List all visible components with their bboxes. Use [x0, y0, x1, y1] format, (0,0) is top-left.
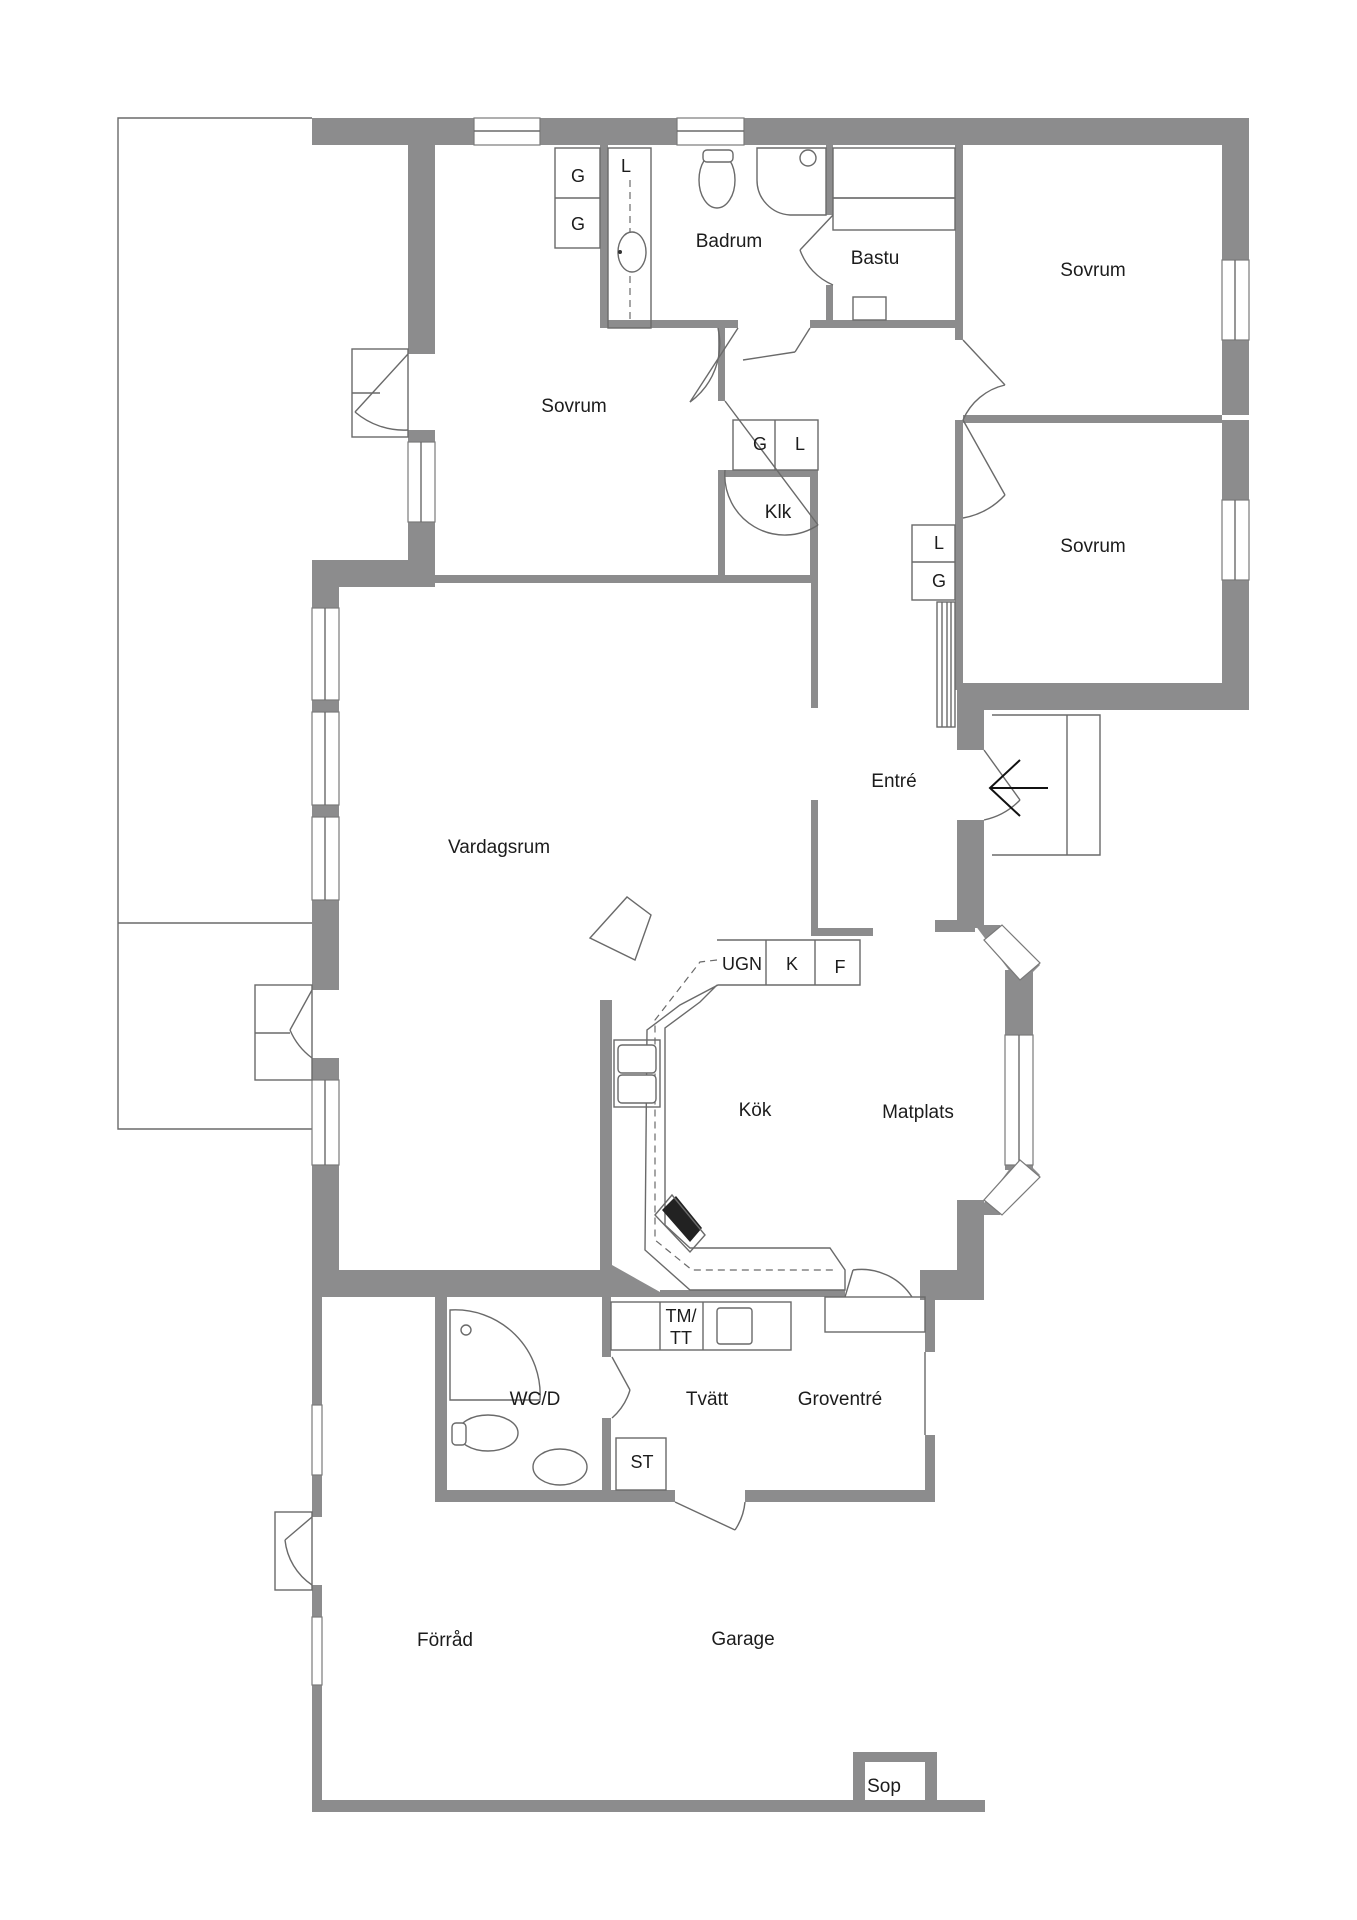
- fixture-labels: G G L G L L G UGN K F TM/ TT ST: [571, 156, 946, 1472]
- kitchen-counter: [613, 939, 861, 1291]
- room-label-matplats: Matplats: [882, 1102, 954, 1123]
- fixture-label-ugn: UGN: [722, 954, 762, 974]
- fixture-label-tm: TM/: [666, 1306, 697, 1326]
- room-label-tvatt: Tvätt: [686, 1389, 729, 1410]
- room-label-bastu: Bastu: [851, 248, 900, 269]
- armchair-icon: [588, 896, 652, 961]
- fixture-label-l: L: [621, 156, 631, 176]
- entrance-arrow-icon: [988, 759, 1048, 817]
- closets: [732, 419, 956, 728]
- fixture-label-k: K: [786, 954, 798, 974]
- room-label-sovrum-e: Sovrum: [1060, 536, 1125, 557]
- room-label-entre: Entré: [871, 771, 916, 792]
- room-label-forrad: Förråd: [417, 1630, 473, 1651]
- utility-fixtures: [451, 1301, 792, 1491]
- stove-icon: [662, 1196, 702, 1242]
- room-label-sop: Sop: [867, 1776, 901, 1797]
- room-label-badrum: Badrum: [696, 231, 763, 252]
- bathroom-fixtures: [554, 147, 956, 329]
- fixture-label-l: L: [795, 434, 805, 454]
- room-label-sovrum-nw: Sovrum: [541, 396, 606, 417]
- fixture-label-st: ST: [630, 1452, 653, 1472]
- room-label-vardagsrum: Vardagsrum: [448, 837, 550, 858]
- fixture-label-g: G: [571, 166, 585, 186]
- fixture-label-g: G: [932, 571, 946, 591]
- doors: [254, 214, 1021, 1591]
- room-labels: Badrum Bastu Sovrum Sovrum Sovrum Klk En…: [417, 231, 1126, 1797]
- walls: [312, 118, 1249, 1812]
- room-label-kok: Kök: [739, 1100, 772, 1121]
- fixture-label-l: L: [934, 533, 944, 553]
- terrace-outline: [117, 117, 1101, 1130]
- windows: [311, 117, 1250, 1686]
- room-label-groventre: Groventré: [798, 1389, 882, 1410]
- room-label-wc: WC/D: [510, 1389, 561, 1410]
- fixture-label-tt: TT: [670, 1328, 692, 1348]
- fixture-label-g: G: [571, 214, 585, 234]
- room-label-garage: Garage: [711, 1629, 774, 1650]
- room-label-sovrum-ne: Sovrum: [1060, 260, 1125, 281]
- room-label-klk: Klk: [765, 502, 792, 523]
- fixture-label-g: G: [753, 434, 767, 454]
- fixture-label-f: F: [835, 957, 846, 977]
